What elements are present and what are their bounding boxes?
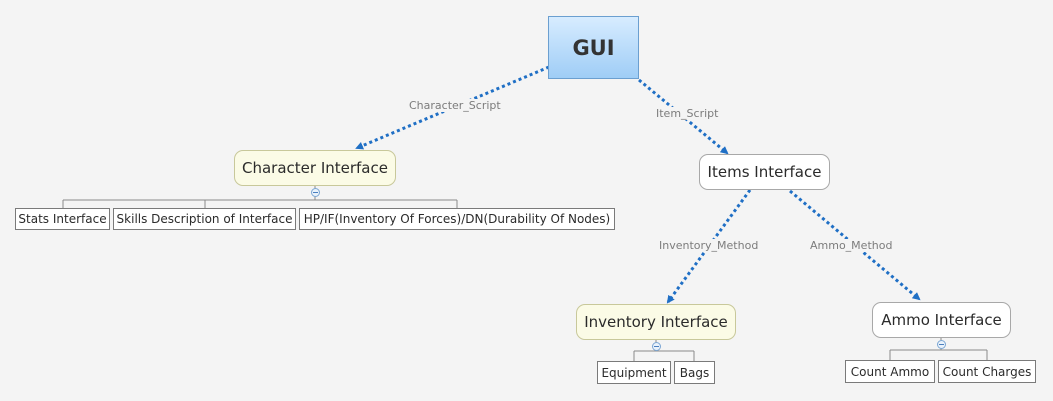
topic-items-interface[interactable]: Items Interface bbox=[699, 154, 830, 190]
topic-character-interface[interactable]: Character Interface bbox=[234, 150, 396, 186]
collapse-toggle-inventory[interactable] bbox=[652, 342, 661, 351]
leaf-bags[interactable]: Bags bbox=[674, 361, 715, 384]
minus-icon bbox=[654, 346, 659, 347]
leaf-equipment[interactable]: Equipment bbox=[597, 361, 671, 384]
collapse-toggle-ammo[interactable] bbox=[937, 340, 946, 349]
minus-icon bbox=[313, 192, 318, 193]
leaf-count-charges[interactable]: Count Charges bbox=[938, 360, 1036, 383]
minus-icon bbox=[939, 344, 944, 345]
topic-ammo-interface[interactable]: Ammo Interface bbox=[872, 302, 1011, 338]
edge-label-character-script: Character_Script bbox=[407, 99, 503, 112]
edge-inventory-method bbox=[666, 189, 752, 304]
collapse-toggle-character[interactable] bbox=[311, 188, 320, 197]
leaf-hp-if-dn[interactable]: HP/IF(Inventory Of Forces)/DN(Durability… bbox=[299, 208, 615, 230]
leaf-stats-interface[interactable]: Stats Interface bbox=[15, 208, 110, 230]
character-children-bracket bbox=[62, 186, 458, 208]
root-topic-gui[interactable]: GUI bbox=[548, 16, 639, 79]
topic-inventory-interface[interactable]: Inventory Interface bbox=[576, 304, 736, 340]
inventory-children-bracket bbox=[633, 340, 695, 361]
edge-label-ammo-method: Ammo_Method bbox=[808, 239, 895, 252]
leaf-count-ammo[interactable]: Count Ammo bbox=[845, 360, 935, 383]
edge-item-script bbox=[638, 78, 729, 155]
edge-label-item-script: Item_Script bbox=[654, 107, 721, 120]
edge-label-inventory-method: Inventory_Method bbox=[657, 239, 761, 252]
leaf-skills-description[interactable]: Skills Description of Interface bbox=[113, 208, 296, 230]
